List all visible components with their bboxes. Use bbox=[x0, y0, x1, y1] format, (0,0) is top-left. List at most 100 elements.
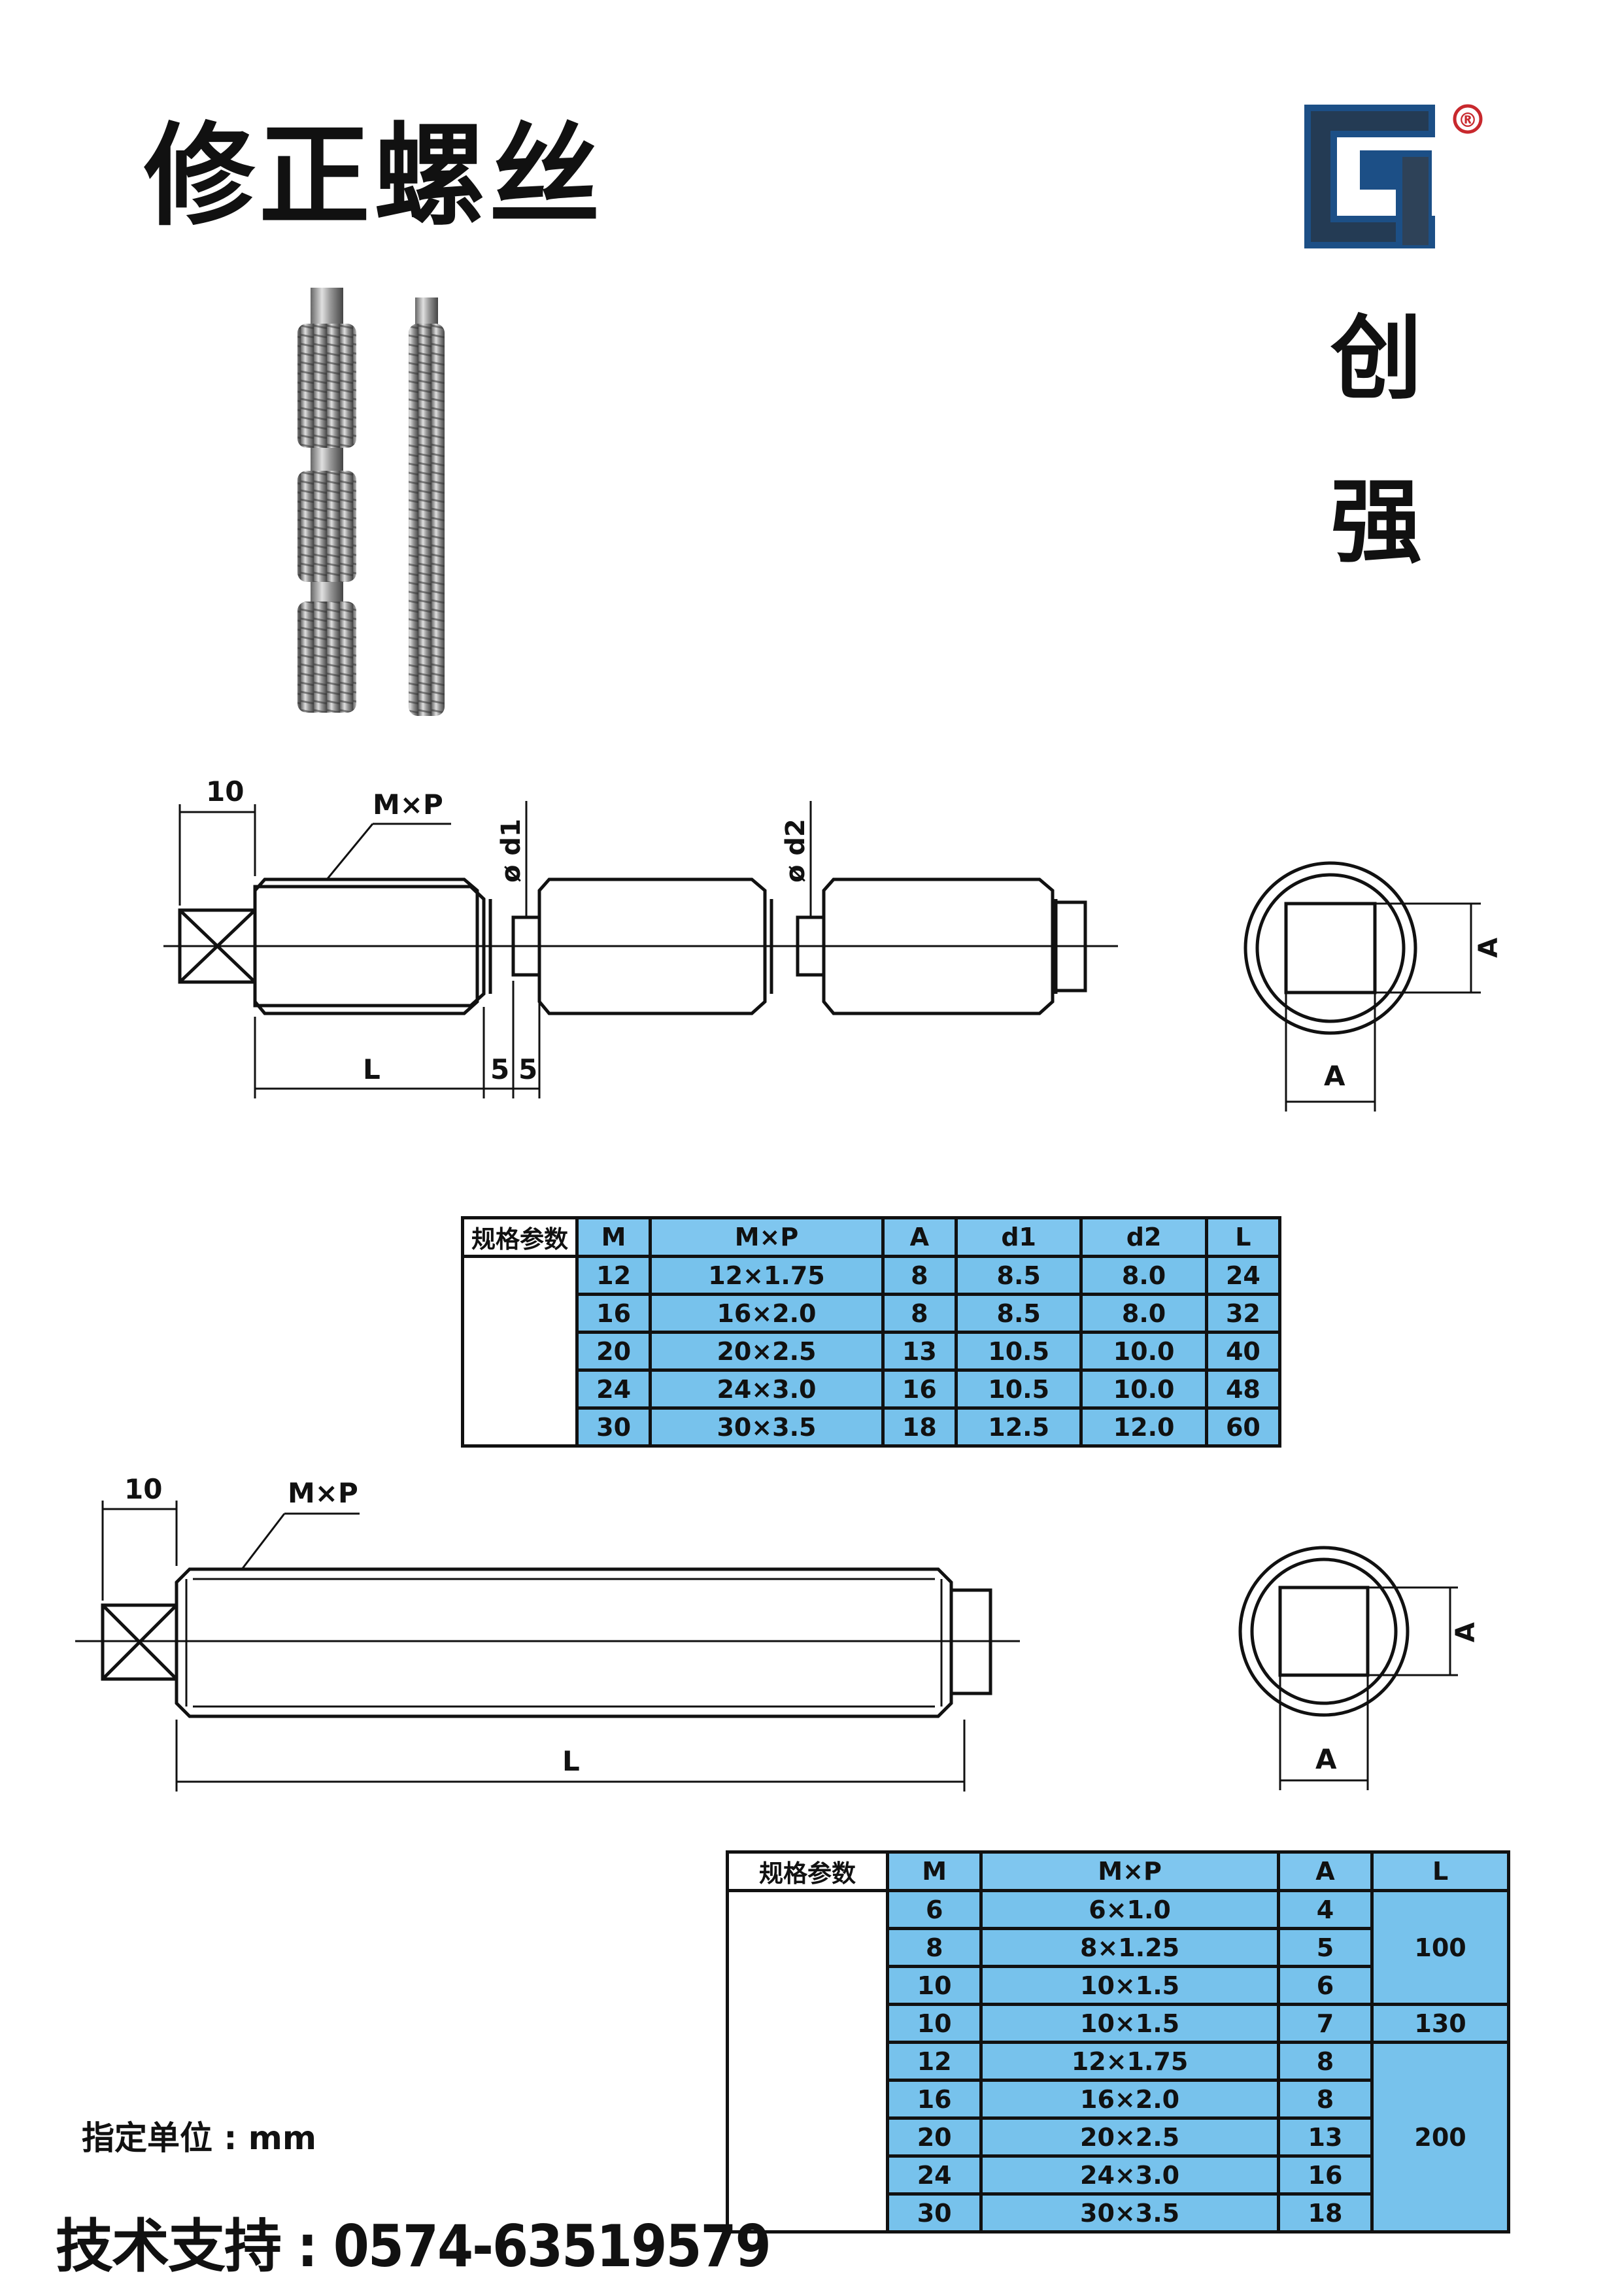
table-row: 12 12×1.75 8 200 bbox=[728, 2041, 1510, 2234]
table-cell: 16 bbox=[1276, 2154, 1374, 2196]
table-cell: 12.5 bbox=[954, 1406, 1083, 1448]
table-cell: 12×1.75 bbox=[649, 1255, 885, 1296]
table-cell: 16 bbox=[885, 2079, 983, 2120]
dim-mxp: M×P bbox=[288, 1477, 358, 1509]
table-cell: 32 bbox=[1204, 1293, 1282, 1334]
unit-note: 指定单位 : mm bbox=[82, 2119, 317, 2157]
table-row: 20 20×2.5 13 bbox=[728, 2116, 1509, 2158]
brand-char-2: 强 bbox=[1330, 469, 1423, 576]
table-cell: 8 bbox=[881, 1293, 958, 1334]
drawing-long-screw: 10 M×P L A A bbox=[75, 1473, 1481, 1792]
table-cell: 20×2.5 bbox=[649, 1331, 885, 1372]
table-row: 16 16×2.0 8 8.5 8.0 32 bbox=[463, 1293, 1282, 1334]
table-cell: 10 bbox=[885, 1965, 983, 2006]
dim-length: L bbox=[363, 1053, 381, 1085]
table-cell: 24 bbox=[885, 2154, 983, 2196]
table-header-row: 规格参数 M M×P A d1 d2 L bbox=[461, 1216, 1282, 1258]
table-cell: 8.5 bbox=[954, 1255, 1083, 1296]
table-cell: 24 bbox=[575, 1368, 652, 1410]
spec-label: 规格参数 bbox=[726, 1850, 889, 1892]
table-cell: 30×3.5 bbox=[979, 2192, 1280, 2234]
table-cell: 4 bbox=[1276, 1889, 1374, 1930]
spec-table-1: 规格参数 M M×P A d1 d2 L 12 12×1.75 8 8.5 8.… bbox=[461, 1216, 1282, 1448]
table-cell: 8.5 bbox=[954, 1293, 1083, 1334]
table-row: 30 30×3.5 18 12.5 12.0 60 bbox=[463, 1406, 1282, 1448]
table-cell: 20 bbox=[575, 1331, 652, 1372]
dim-d1: ø d1 bbox=[496, 819, 526, 883]
support-phone: 技术支持 : 0574-63519579 bbox=[56, 2213, 771, 2280]
header-cell: M×P bbox=[979, 1850, 1280, 1892]
table-cell: 8 bbox=[1276, 2041, 1374, 2082]
dim-a-bottom: A bbox=[1324, 1060, 1345, 1092]
table-cell: 20×2.5 bbox=[979, 2116, 1280, 2158]
spec-table-1-body: 规格参数 M M×P A d1 d2 L 12 12×1.75 8 8.5 8.… bbox=[461, 1216, 1282, 1448]
drawing-three-section-screw: 10 M×P L 5 5 A ø d1 ø d2 A bbox=[163, 775, 1504, 1112]
table-cell: 7 bbox=[1276, 2003, 1374, 2044]
table-cell: 16×2.0 bbox=[649, 1293, 885, 1334]
table-row: 24 24×3.0 16 bbox=[728, 2154, 1509, 2196]
table-cell: 6×1.0 bbox=[979, 1889, 1280, 1930]
table-cell-l-group: 200 bbox=[1370, 2041, 1510, 2234]
spec-label: 规格参数 bbox=[461, 1216, 579, 1258]
table-cell: 12.0 bbox=[1079, 1406, 1208, 1448]
table-cell: 24 bbox=[1204, 1255, 1282, 1296]
table-cell: 12 bbox=[885, 2041, 983, 2082]
table-cell: 6 bbox=[1276, 1965, 1374, 2006]
table-row: 10 10×1.5 6 bbox=[728, 1965, 1509, 2006]
header-cell: M bbox=[575, 1216, 652, 1258]
table-cell: 6 bbox=[885, 1889, 983, 1930]
spec-blank-cell bbox=[726, 1889, 889, 2234]
table-cell: 12 bbox=[575, 1255, 652, 1296]
header-cell: M×P bbox=[649, 1216, 885, 1258]
table-cell: 16 bbox=[575, 1293, 652, 1334]
dim-5a: 5 bbox=[490, 1053, 509, 1085]
table-cell-l-group: 130 bbox=[1370, 2003, 1510, 2044]
header-cell: A bbox=[881, 1216, 958, 1258]
table-row: 6 6×1.0 4 100 bbox=[726, 1889, 1510, 2234]
header-cell: A bbox=[1276, 1850, 1374, 1892]
table-cell: 13 bbox=[1276, 2116, 1374, 2158]
table-header-row: 规格参数 M M×P A L bbox=[726, 1850, 1510, 1892]
dim-a-bottom: A bbox=[1315, 1743, 1337, 1775]
table-row: 24 24×3.0 16 10.5 10.0 48 bbox=[463, 1368, 1282, 1410]
table-cell: 18 bbox=[1276, 2192, 1374, 2234]
table-row: 10 10×1.5 7 130 bbox=[728, 2003, 1510, 2044]
page-title: 修正螺丝 bbox=[144, 112, 605, 241]
dim-a-side: A bbox=[1451, 1622, 1481, 1642]
spec-blank-cell bbox=[461, 1255, 579, 1448]
table-cell: 5 bbox=[1276, 1927, 1374, 1968]
table-cell: 13 bbox=[881, 1331, 958, 1372]
brand-logo: ® bbox=[1304, 104, 1483, 248]
table-cell: 8 bbox=[881, 1255, 958, 1296]
spec-table-2-body: 规格参数 M M×P A L 6 6×1.0 4 100 8 8×1.25 5 … bbox=[726, 1850, 1510, 2234]
table-cell: 40 bbox=[1204, 1331, 1282, 1372]
header-cell: L bbox=[1370, 1850, 1510, 1892]
table-cell: 24×3.0 bbox=[979, 2154, 1280, 2196]
table-cell: 10×1.5 bbox=[979, 2003, 1280, 2044]
dim-d2: ø d2 bbox=[781, 819, 811, 883]
table-cell: 48 bbox=[1204, 1368, 1282, 1410]
table-cell: 30×3.5 bbox=[649, 1406, 885, 1448]
table-cell: 24×3.0 bbox=[649, 1368, 885, 1410]
header-cell: M bbox=[885, 1850, 983, 1892]
table-cell: 10×1.5 bbox=[979, 1965, 1280, 2006]
table-cell: 16 bbox=[881, 1368, 958, 1410]
table-row: 20 20×2.5 13 10.5 10.0 40 bbox=[463, 1331, 1282, 1372]
table-cell: 8.0 bbox=[1079, 1293, 1208, 1334]
table-cell: 10.0 bbox=[1079, 1368, 1208, 1410]
table-cell: 8 bbox=[885, 1927, 983, 1968]
table-cell: 8.0 bbox=[1079, 1255, 1208, 1296]
spec-table-2: 规格参数 M M×P A L 6 6×1.0 4 100 8 8×1.25 5 … bbox=[726, 1850, 1510, 2234]
table-cell: 20 bbox=[885, 2116, 983, 2158]
table-row: 12 12×1.75 8 8.5 8.0 24 bbox=[461, 1255, 1282, 1448]
table-cell: 10.5 bbox=[954, 1368, 1083, 1410]
table-cell: 16×2.0 bbox=[979, 2079, 1280, 2120]
brand-char-1: 创 bbox=[1330, 306, 1423, 413]
table-row: 16 16×2.0 8 bbox=[728, 2079, 1509, 2120]
dim-10: 10 bbox=[206, 775, 244, 807]
dim-a-side: A bbox=[1474, 938, 1504, 958]
table-cell: 18 bbox=[881, 1406, 958, 1448]
table-cell: 10.0 bbox=[1079, 1331, 1208, 1372]
table-cell: 60 bbox=[1204, 1406, 1282, 1448]
dim-mxp: M×P bbox=[373, 789, 443, 821]
